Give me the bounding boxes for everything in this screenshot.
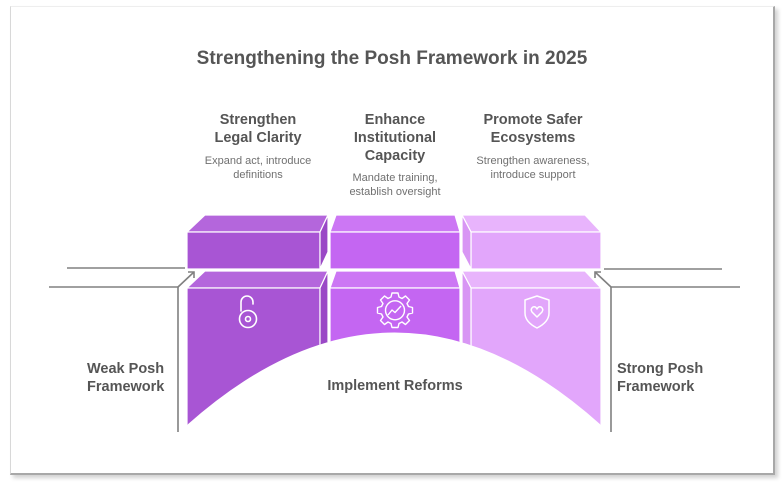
step-1-description-line-1: Expand act, introduce <box>204 155 312 167</box>
step-1-heading-line-1: Strengthen <box>219 112 297 128</box>
right-arrow-shaft <box>594 271 612 288</box>
step-2-description-line-2: establish oversight <box>349 186 441 198</box>
step-3-description-line-2: introduce support <box>490 169 576 181</box>
step-1-blocks <box>185 214 329 440</box>
bridge-label: Implement Reforms <box>327 378 463 394</box>
right-cliff-lines <box>594 268 740 432</box>
unlock-icon <box>238 295 258 329</box>
step-3-description-line-1: Strengthen awareness, <box>476 155 590 167</box>
step-2-description-line-1: Mandate training, <box>352 172 438 184</box>
start-label-line-2: Framework <box>87 379 165 395</box>
step-3-blocks <box>461 214 603 440</box>
step-3-text: Promote Safer Ecosystems Strengthen awar… <box>458 111 608 182</box>
step-2-text: Enhance Institutional Capacity Mandate t… <box>320 111 470 199</box>
end-label: Strong Posh Framework <box>617 360 703 396</box>
diagram-title: Strengthening the Posh Framework in 2025 <box>196 48 588 69</box>
start-label-line-1: Weak Posh <box>87 361 165 377</box>
left-arrow-shaft <box>177 271 195 288</box>
gear-growth-icon <box>376 292 414 329</box>
step-2-blocks <box>329 214 461 440</box>
left-cliff-lines <box>49 267 195 432</box>
step-2-heading-line-3: Capacity <box>364 148 426 164</box>
shield-heart-icon <box>524 295 550 329</box>
right-arrowhead-icon <box>594 271 601 278</box>
end-label-line-1: Strong Posh <box>617 361 704 377</box>
step-1-text: Strengthen Legal Clarity Expand act, int… <box>183 111 333 182</box>
left-arrowhead-icon <box>188 271 195 278</box>
step-3-heading-line-2: Ecosystems <box>490 130 576 146</box>
start-label: Weak Posh Framework <box>87 360 164 396</box>
step-2-heading-line-1: Enhance <box>364 112 426 128</box>
step-1-heading-line-2: Legal Clarity <box>214 130 302 146</box>
step-3-heading-line-1: Promote Safer <box>483 112 583 128</box>
end-label-line-2: Framework <box>617 379 695 395</box>
step-1-description-line-2: definitions <box>233 169 283 181</box>
step-2-heading-line-2: Institutional <box>353 130 437 146</box>
